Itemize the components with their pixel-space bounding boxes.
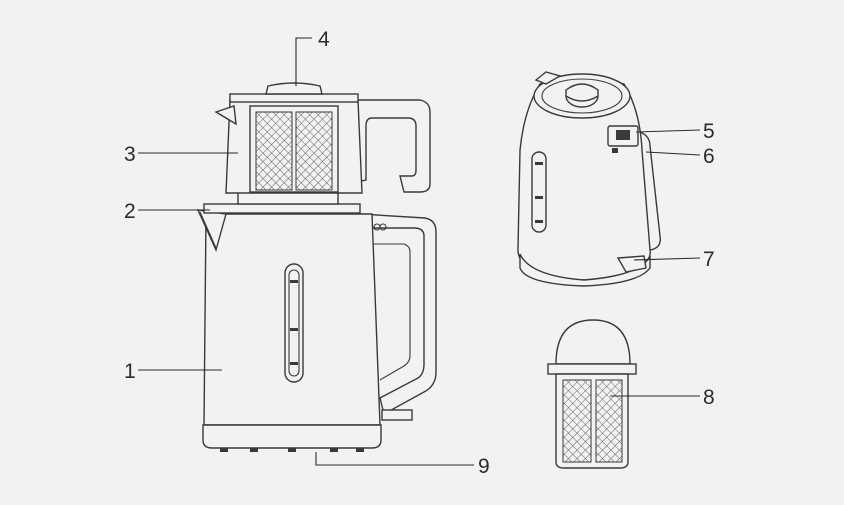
callout-7: 7 [703,248,715,271]
callout-3: 3 [124,143,136,166]
tea-maker-illustration [196,82,437,452]
callout-9: 9 [478,455,490,478]
callout-2: 2 [124,200,136,223]
callout-6: 6 [703,145,715,168]
kettle-illustration [517,71,661,287]
power-symbol-icon [373,223,387,231]
callout-1: 1 [124,360,136,383]
callout-4: 4 [318,28,330,51]
callout-8: 8 [703,386,715,409]
callout-5: 5 [703,120,715,143]
tea-strainer-illustration [547,319,637,469]
